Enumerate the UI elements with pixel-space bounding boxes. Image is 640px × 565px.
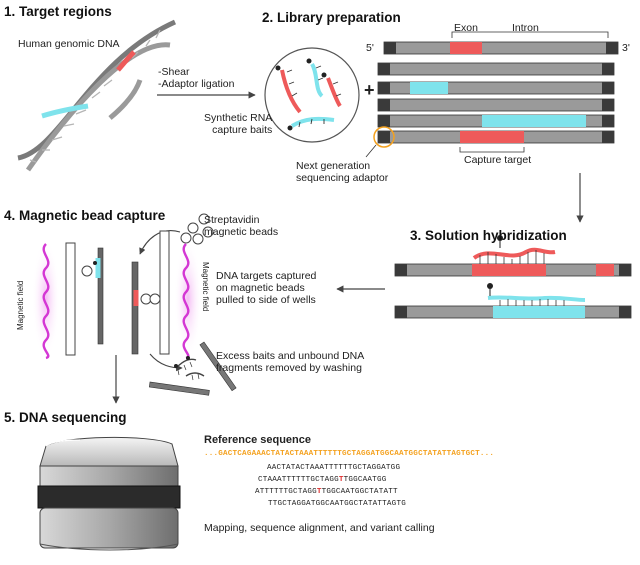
sequencing-adaptor-label: Next generation sequencing adaptor [296, 160, 389, 185]
shear-label: -Shear [158, 66, 190, 78]
adaptor-ligation-label: -Adaptor ligation [158, 78, 235, 90]
read-line: ATTTTTTGCTAGGTTGGCAATGGCTATATT [255, 488, 398, 497]
dna-captured-label: DNA targets captured on magnetic beads p… [216, 270, 317, 307]
capture-baits-label: Synthetic RNA capture baits [204, 112, 273, 137]
capture-baits-circle [264, 47, 360, 143]
read-segment: TGGCAATGGCTATATT [321, 488, 398, 496]
read-segment: AACTATACTAAATTTTTTGCTAGGATGG [267, 464, 401, 472]
sequencer-machine [37, 436, 181, 551]
three-prime-label: 3' [622, 42, 630, 54]
fragment-3 [377, 81, 615, 95]
magnetic-field-left-label: Magnetic field [16, 280, 25, 330]
read-line: AACTATACTAAATTTTTTGCTAGGATGG [267, 464, 400, 473]
step1-title: 1. Target regions [4, 4, 112, 19]
exon-label: Exon [454, 22, 478, 34]
library-fragments [377, 41, 619, 144]
adaptor-highlight [373, 126, 395, 148]
capture-target-bracket [459, 147, 525, 153]
intron-label: Intron [512, 22, 539, 34]
capture-target-label: Capture target [464, 154, 532, 166]
hybridized-fragments [394, 235, 632, 319]
plus-sign: + [364, 80, 375, 100]
read-segment: ATTTTTTGCTAGG [255, 488, 317, 496]
fragment-4 [377, 98, 615, 112]
reference-sequence: ...GACTCAGAAACTATACTAAATTTTTTGCTAGGATGGC… [204, 450, 495, 458]
magnetic-field-right-label: Magnetic field [201, 262, 210, 312]
step3-title: 3. Solution hybridization [410, 228, 567, 243]
dna-helix-illustration [17, 19, 177, 172]
magnetic-capture-illustration [32, 213, 237, 396]
read-segment: TTGCTAGGATGGCAATGGCTATATTAGTG [268, 500, 406, 508]
step4-title: 4. Magnetic bead capture [4, 208, 166, 223]
genomic-dna-label: Human genomic DNA [18, 38, 120, 50]
fragment-2 [377, 62, 615, 76]
reference-sequence-label: Reference sequence [204, 434, 311, 446]
step2-title: 2. Library preparation [262, 10, 401, 25]
fragment-1 [383, 41, 619, 55]
read-segment: CTAAATTTTTTGCTAGG [258, 476, 339, 484]
mismatch-base: T [338, 476, 344, 484]
read-segment: TGGCAATGG [343, 476, 387, 484]
exon-intron-bracket [451, 31, 609, 38]
step5-title: 5. DNA sequencing [4, 410, 127, 425]
washing-label: Excess baits and unbound DNA fragments r… [216, 350, 365, 375]
five-prime-label: 5' [366, 42, 374, 54]
mapping-label: Mapping, sequence alignment, and variant… [204, 522, 435, 534]
read-line: CTAAATTTTTTGCTAGGTTGGCAATGG [258, 476, 386, 485]
streptavidin-beads-label: Streptavidin magnetic beads [204, 214, 279, 239]
fragment-5 [377, 114, 615, 128]
adaptor-leader-line [365, 144, 377, 158]
fragment-6 [377, 130, 615, 144]
mismatch-base: T [316, 488, 322, 496]
read-line: TTGCTAGGATGGCAATGGCTATATTAGTG [268, 500, 406, 509]
